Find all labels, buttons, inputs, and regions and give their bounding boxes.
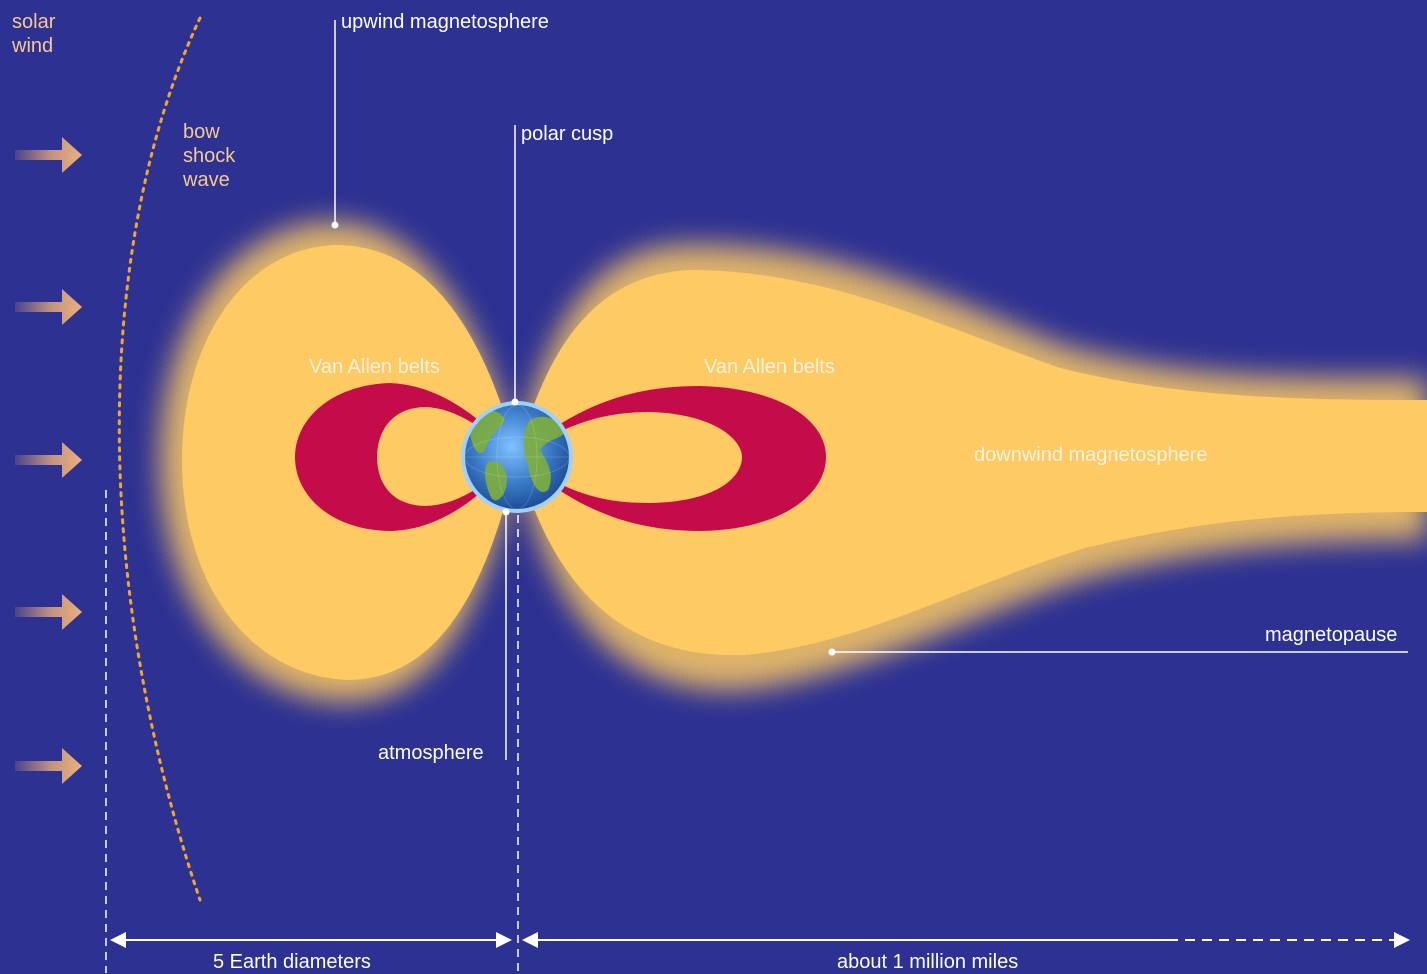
solar-wind-arrow-icon bbox=[15, 137, 82, 173]
solar-wind-arrow-icon bbox=[15, 594, 82, 630]
van-allen-belts-left-label: Van Allen belts bbox=[309, 356, 440, 378]
bow-shock-wave-label: bow shock wave bbox=[183, 121, 236, 191]
upwind-magnetosphere-label: upwind magnetosphere bbox=[341, 11, 549, 33]
solar-wind-arrows bbox=[15, 137, 82, 784]
five-diameters-arrow bbox=[110, 932, 512, 948]
magnetopause-marker-dot bbox=[828, 648, 836, 656]
upwind-marker-dot bbox=[331, 221, 339, 229]
polar-cusp-marker-dot bbox=[511, 398, 519, 406]
solar-wind-arrow-icon bbox=[15, 442, 82, 478]
atmosphere-marker-dot bbox=[502, 508, 510, 516]
downwind-magnetosphere-label: downwind magnetosphere bbox=[974, 444, 1208, 466]
atmosphere-label: atmosphere bbox=[378, 742, 484, 764]
downwind-magnetosphere bbox=[517, 244, 1427, 691]
solar-wind-arrow-icon bbox=[15, 748, 82, 784]
bow-shock-arc bbox=[117, 16, 202, 902]
five-earth-diameters-label: 5 Earth diameters bbox=[213, 951, 371, 973]
van-allen-belts-right-label: Van Allen belts bbox=[704, 356, 835, 378]
solar-wind-label: solar wind bbox=[12, 11, 56, 57]
van-allen-belts-right bbox=[517, 386, 826, 531]
about-1-million-miles-label: about 1 million miles bbox=[837, 951, 1019, 973]
solar-wind-arrow-icon bbox=[15, 289, 82, 325]
million-miles-arrow bbox=[522, 932, 1410, 948]
polar-cusp-label: polar cusp bbox=[521, 123, 614, 145]
magnetopause-label: magnetopause bbox=[1265, 624, 1398, 646]
earth-globe-icon bbox=[461, 401, 573, 513]
